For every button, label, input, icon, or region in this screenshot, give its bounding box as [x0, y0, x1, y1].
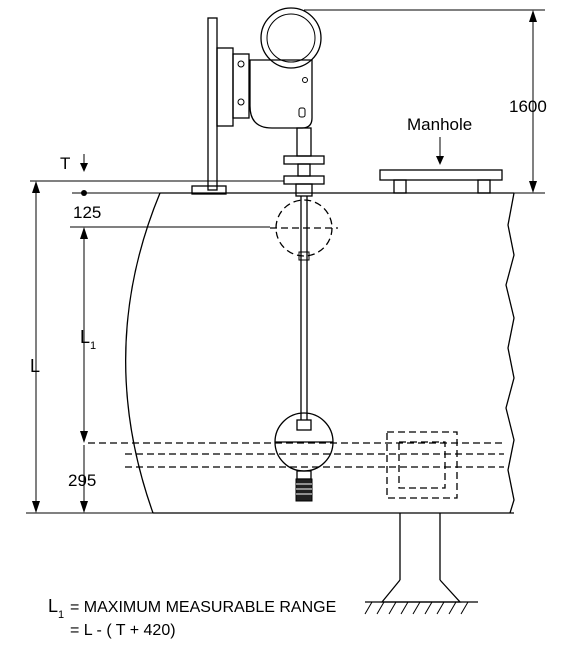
formula-l1-main: L — [48, 596, 58, 616]
float-upper-dashed — [270, 199, 338, 257]
liquid-level-lines — [88, 442, 504, 468]
dimension-l1 — [70, 226, 270, 443]
dimension-1600 — [304, 9, 545, 194]
support-leg — [364, 513, 478, 615]
dimension-l — [26, 181, 153, 514]
dimension-l1-subscript: 1 — [90, 340, 96, 352]
formula-definition: = MAXIMUM MEASURABLE RANGE — [70, 599, 336, 616]
dimension-295-label: 295 — [68, 471, 96, 490]
formula-line1: L1 = MAXIMUM MEASURABLE RANGE — [48, 596, 336, 621]
dimension-295 — [80, 445, 88, 513]
dimension-125-label: 125 — [73, 203, 101, 222]
sump-dashed-box — [386, 431, 458, 499]
transmitter-housing — [249, 7, 322, 129]
dimension-l1-label: L1 — [80, 327, 96, 352]
formula-l1-subscript: 1 — [58, 609, 64, 621]
dimension-125 — [81, 190, 87, 196]
dimension-l-label: L — [30, 356, 40, 376]
bottom-weight — [295, 470, 313, 502]
mounting-bracket — [216, 47, 250, 127]
mounting-post — [191, 17, 227, 195]
tank-outline — [125, 192, 515, 514]
guide-rod — [296, 196, 312, 431]
manhole-label: Manhole — [407, 115, 472, 134]
stem-flange-assembly — [283, 127, 325, 197]
formula-line2: = L - ( T + 420) — [70, 622, 176, 639]
manhole — [379, 137, 503, 194]
dimension-l1-main: L — [80, 327, 90, 347]
float-ball — [274, 412, 334, 472]
dimension-t-label: T — [60, 154, 70, 173]
dimension-1600-label: 1600 — [509, 97, 547, 116]
